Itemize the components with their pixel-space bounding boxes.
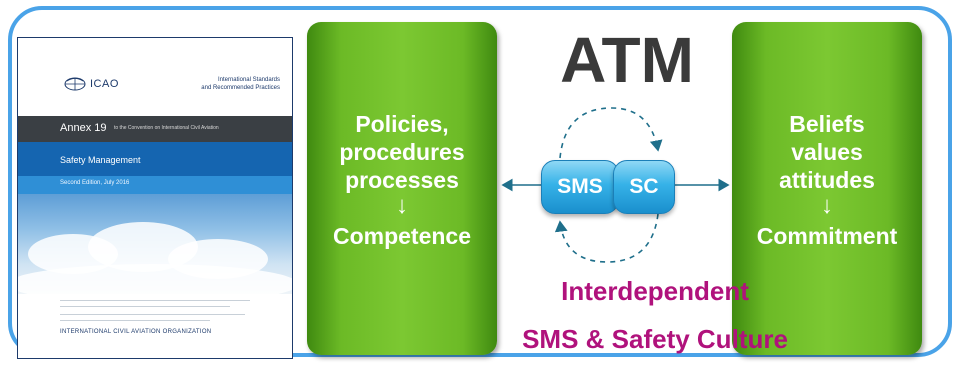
left-panel-line-2: procedures (339, 139, 465, 165)
sky-image (18, 194, 292, 304)
left-panel: Policies, procedures processes ↓ Compete… (307, 22, 497, 355)
isarp-line-1: International Standards (217, 77, 280, 83)
right-panel-line-3: attitudes (779, 167, 875, 193)
cloud (18, 264, 292, 304)
left-panel-line-3: processes (345, 167, 459, 193)
cycle-arrow-top (559, 107, 663, 159)
icao-logo-icon (64, 77, 86, 91)
isarp-line-2: and Recommended Practices (201, 85, 280, 91)
down-arrow-icon: ↓ (821, 192, 833, 219)
cycle-arrow-bottom (554, 213, 659, 263)
caption-line-1: Interdependent (561, 276, 749, 306)
cover-header (18, 38, 292, 116)
org-full-name: INTERNATIONAL CIVIL AVIATION ORGANIZATIO… (60, 329, 212, 335)
icao-label: ICAO (90, 78, 119, 90)
fine-print-rule (60, 320, 210, 321)
left-panel-line-1: Policies, (355, 111, 449, 137)
right-panel-line-4: Commitment (756, 223, 898, 249)
annex-subtitle: to the Convention on International Civil… (114, 125, 219, 131)
fine-print-rule (60, 306, 230, 307)
section-title: Safety Management (60, 155, 141, 165)
sms-pill: SMS (541, 160, 619, 214)
isarp-label: International Standards and Recommended … (190, 76, 280, 92)
atm-title: ATM (560, 24, 694, 96)
annex-title: Annex 19 (60, 122, 107, 134)
caption-line-2: SMS & Safety Culture (522, 324, 788, 354)
annex-19-cover: ICAO International Standards and Recomme… (17, 37, 293, 359)
annex-bar (18, 116, 292, 142)
right-panel: Beliefs values attitudes ↓ Commitment (732, 22, 922, 355)
sc-pill: SC (613, 160, 675, 214)
right-panel-line-2: values (791, 139, 863, 165)
fine-print-rule (60, 314, 245, 315)
fine-print-rule (60, 300, 250, 307)
left-panel-line-4: Competence (332, 223, 472, 249)
edition-label: Second Edition, July 2016 (60, 180, 130, 186)
section-bar (18, 142, 292, 176)
edition-bar (18, 176, 292, 194)
right-panel-line-1: Beliefs (789, 111, 865, 137)
down-arrow-icon: ↓ (396, 192, 408, 219)
